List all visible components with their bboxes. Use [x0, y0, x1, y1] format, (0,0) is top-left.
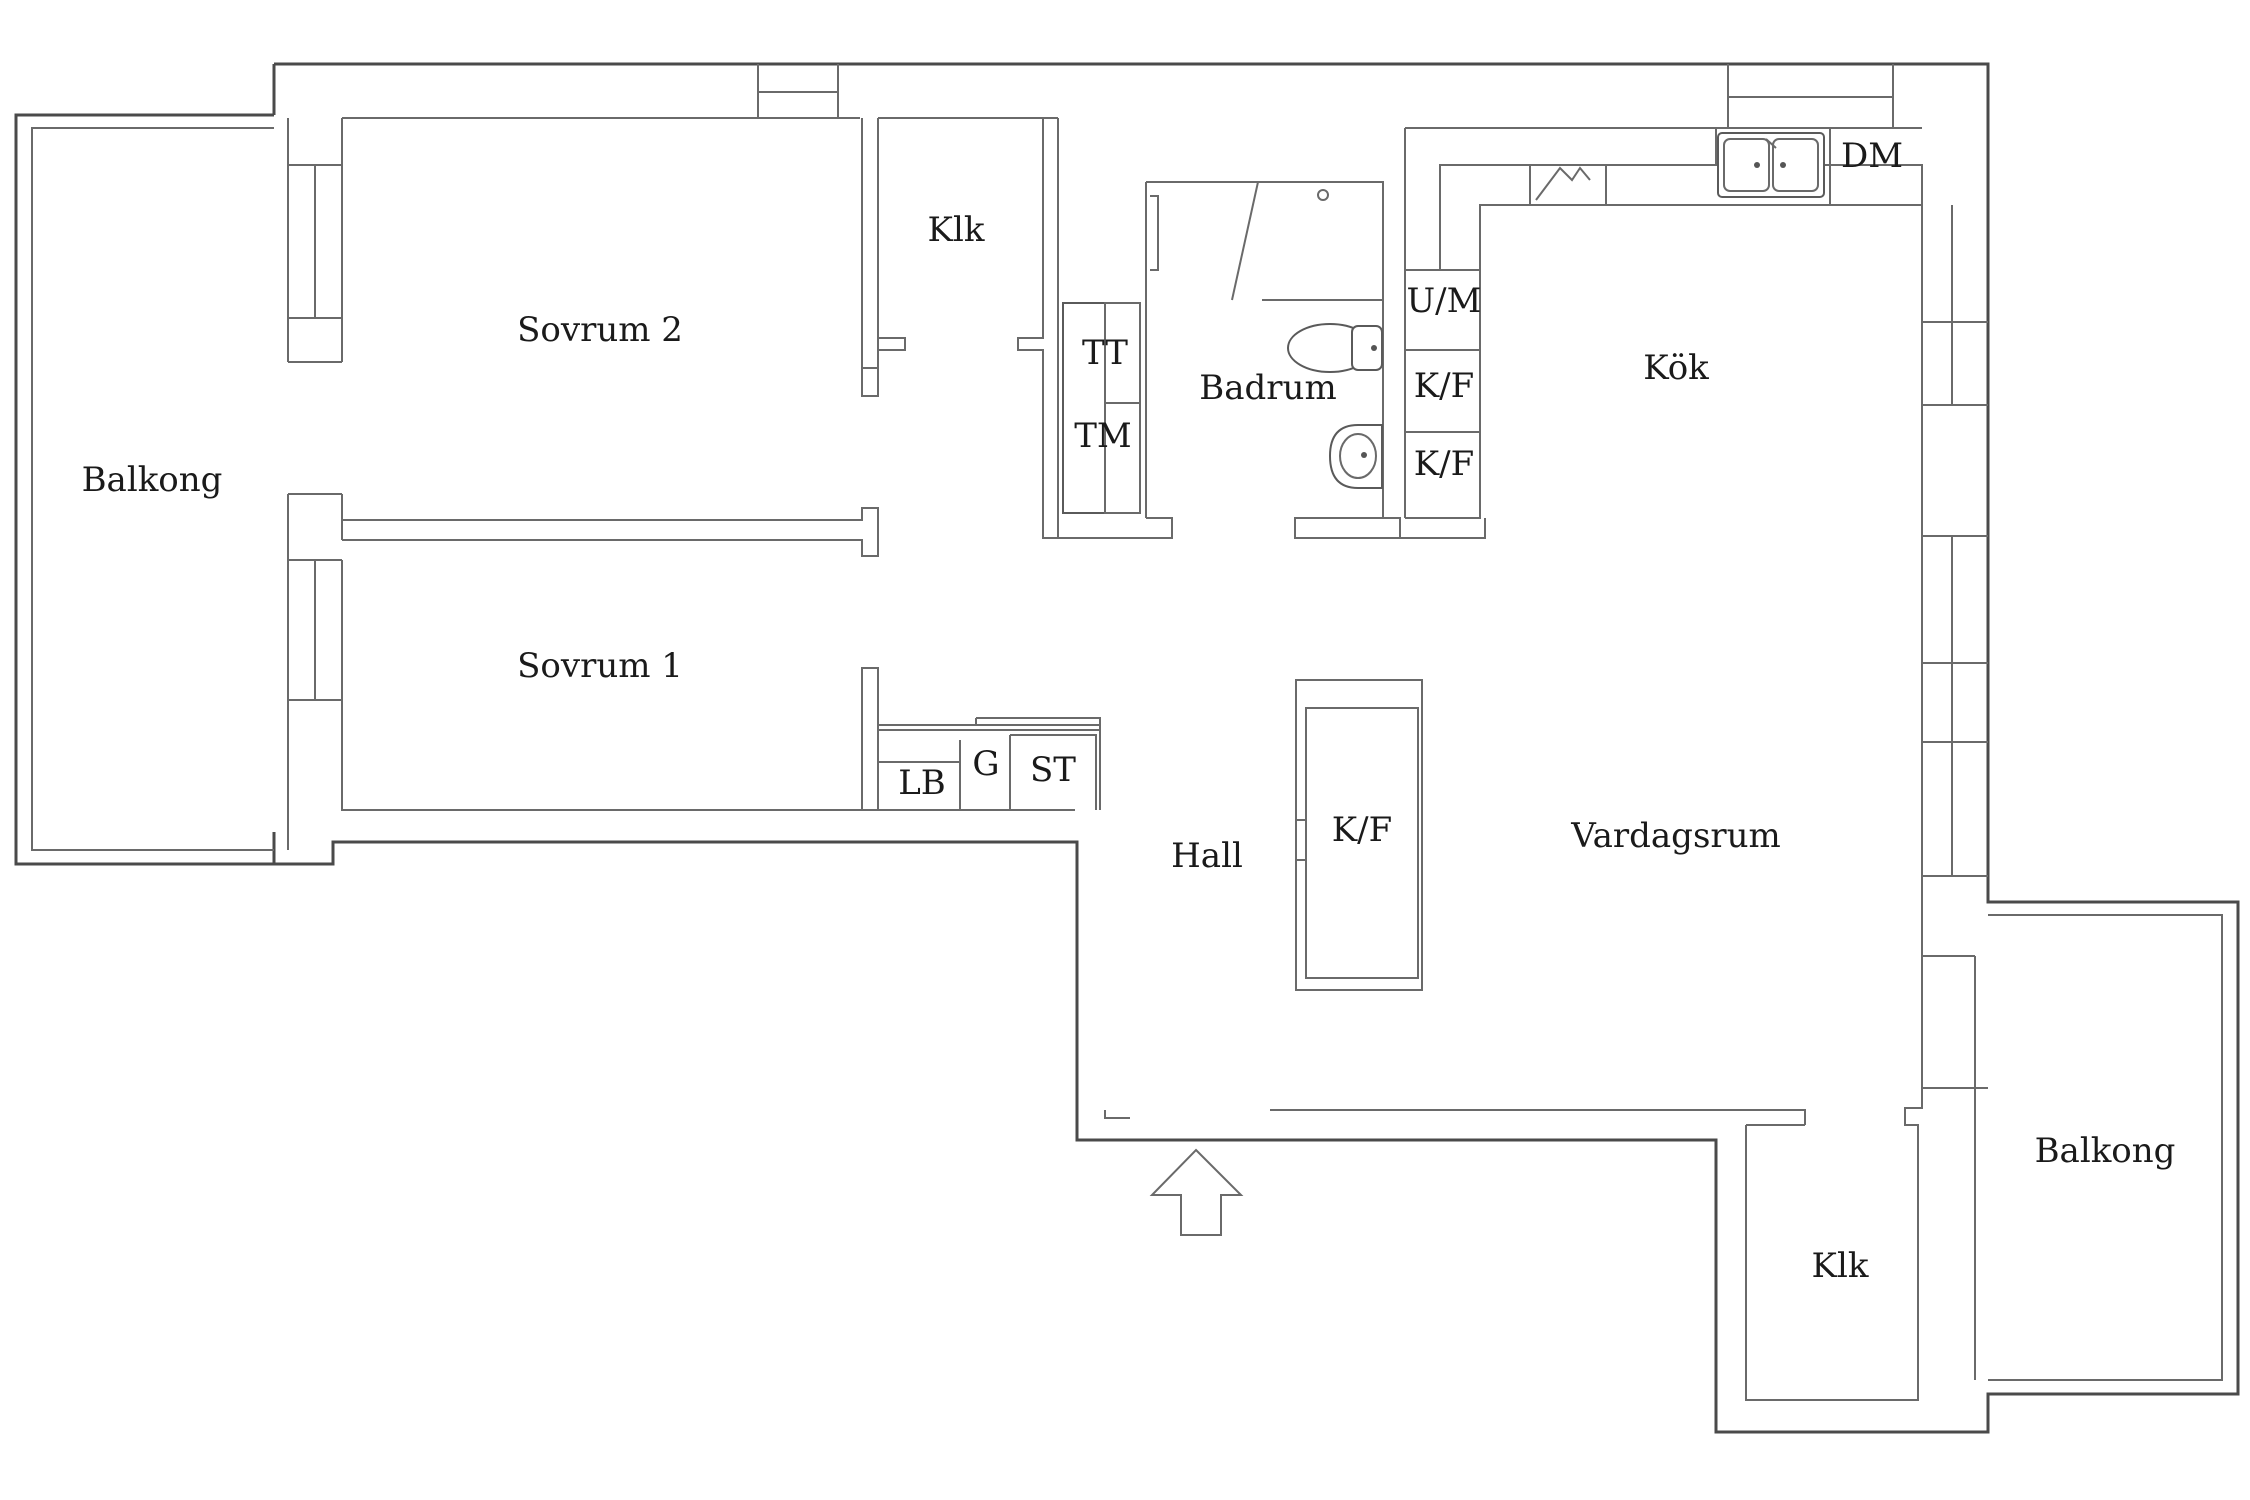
fixture-label-lb: LB [898, 763, 946, 803]
room-label-balkong-west: Balkong [82, 460, 223, 500]
room-label-badrum: Badrum [1199, 368, 1336, 408]
wash-basin-icon [1328, 424, 1383, 489]
closet-bath-walls [878, 117, 1486, 539]
fixture-label-st: ST [1030, 750, 1076, 790]
room-label-klk-south: Klk [1812, 1246, 1869, 1286]
room-label-hall: Hall [1171, 836, 1243, 876]
balcony-west [14, 113, 342, 866]
fixture-label-dm: DM [1841, 136, 1903, 176]
room-label-klk-north: Klk [928, 210, 985, 250]
kitchen-walls [1404, 64, 1988, 877]
room-label-balkong-east: Balkong [2035, 1131, 2176, 1171]
fixture-label-kf-hall: K/F [1332, 810, 1392, 850]
fixture-label-tt: TT [1082, 333, 1128, 373]
entrance-arrow-icon [1149, 1148, 1244, 1236]
fixture-label-kf-kitchen-upper: K/F [1414, 366, 1474, 406]
room-label-kok: Kök [1643, 348, 1709, 388]
hall-storage [877, 717, 1101, 811]
fixture-label-tm: TM [1074, 416, 1132, 456]
fixture-label-g: G [972, 744, 999, 784]
room-label-vardagsrum: Vardagsrum [1570, 816, 1781, 856]
toilet-icon [1287, 323, 1383, 373]
closet-south-walls [1745, 956, 1988, 1401]
double-sink-icon [1717, 132, 1825, 198]
balcony-east [1974, 914, 2223, 1381]
hall-fridge-unit [1295, 679, 1423, 991]
fixture-label-um: U/M [1407, 281, 1482, 321]
room-label-sovrum-1: Sovrum 1 [517, 646, 683, 686]
fixture-label-kf-kitchen-lower: K/F [1414, 444, 1474, 484]
room-label-sovrum-2: Sovrum 2 [517, 310, 683, 350]
bedroom-walls [342, 64, 879, 811]
outer-walls [272, 62, 2240, 1434]
